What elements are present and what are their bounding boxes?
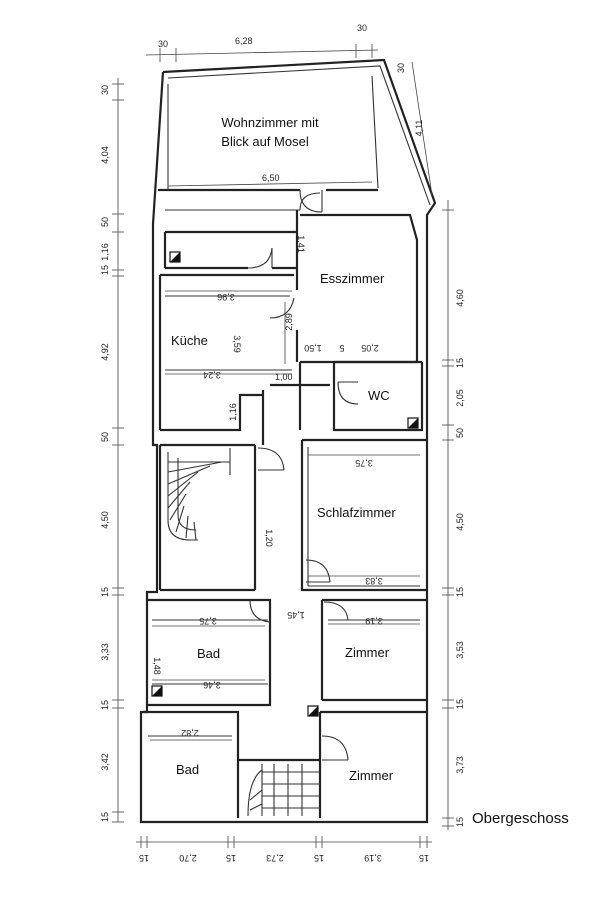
dimension-texts-top: 30 6,28 30 (158, 23, 367, 49)
room-labels: Wohnzimmer mit Blick auf Mosel Esszimmer… (171, 115, 396, 783)
dim-right-11: 15 (455, 817, 465, 827)
dim-right-6: 4,50 (455, 513, 465, 531)
dim-right-1: 4,11 (414, 120, 424, 137)
dim-bottom-6: 15 (419, 853, 429, 863)
dim-left-10: 15 (100, 700, 110, 710)
dim-bottom-1: 2,70 (179, 853, 197, 863)
dim-kueche-bottom: 3,24 (203, 370, 221, 380)
dim-top-2: 30 (357, 23, 367, 33)
dim-left-0: 30 (100, 85, 110, 95)
dim-ess-height: 2,89 (284, 313, 294, 331)
room-label-wohnzimmer-2: Blick auf Mosel (221, 134, 309, 149)
dim-right-5: 50 (455, 428, 465, 438)
dim-right-3: 15 (455, 358, 465, 368)
dim-left-6: 50 (100, 432, 110, 442)
doors (247, 189, 359, 761)
dim-right-8: 3,53 (455, 641, 465, 659)
room-label-wc: WC (368, 388, 390, 403)
dim-right-7: 15 (455, 587, 465, 597)
dim-kueche-small: 1,00 (275, 372, 293, 382)
dim-bottom-5: 3,19 (364, 853, 382, 863)
dimension-lines (112, 44, 454, 848)
dim-top-1: 6,28 (235, 36, 253, 46)
dim-schlaf-bottom: 3,83 (365, 576, 383, 586)
dim-top-0: 30 (158, 39, 168, 49)
dim-bottom-4: 15 (314, 853, 324, 863)
room-label-schlafzimmer: Schlafzimmer (317, 505, 396, 520)
room-label-bad-lower: Bad (176, 762, 199, 777)
dim-bad-bottom: 3,46 (203, 680, 221, 690)
dim-right-0: 30 (396, 63, 406, 73)
dim-schlaf-top: 3,75 (355, 458, 373, 468)
dim-left-11: 3,42 (100, 753, 110, 771)
dim-left-2: 50 (100, 217, 110, 227)
staircase-lower (247, 764, 320, 817)
dim-ess-b5: 5 (339, 343, 344, 353)
room-label-bad-upper: Bad (197, 646, 220, 661)
dim-bad-side: 1,48 (152, 657, 162, 675)
dim-left-1: 4,04 (100, 146, 110, 164)
dim-left-7: 4,50 (100, 511, 110, 529)
dim-corridor: 1,20 (264, 529, 274, 547)
room-label-kueche: Küche (171, 333, 208, 348)
dimension-texts-left: 30 4,04 50 1,16 15 4,92 50 4,50 15 3,33 … (100, 85, 110, 822)
dim-kueche-top: 3,96 (217, 292, 235, 302)
dim-right-10: 3,73 (455, 756, 465, 774)
dimension-texts-bottom: 15 2,70 15 2,73 15 3,19 15 (139, 853, 429, 863)
dim-kueche-notch: 1,16 (228, 403, 238, 421)
room-label-esszimmer: Esszimmer (320, 271, 385, 286)
dim-ess-b150: 1,50 (304, 343, 322, 353)
dimension-texts-inner: 6,50 3,96 3,59 3,24 1,00 1,16 2,89 1,41 … (152, 173, 383, 738)
dim-bottom-0: 15 (139, 853, 149, 863)
dim-bad-top: 3,75 (199, 616, 217, 626)
dim-kueche-height: 3,59 (232, 335, 242, 353)
dim-left-4: 15 (100, 265, 110, 275)
dim-left-5: 4,92 (100, 343, 110, 361)
dim-left-8: 15 (100, 587, 110, 597)
dim-flur: 1,45 (287, 610, 305, 620)
shaft-markers (151, 251, 419, 717)
staircase-upper (167, 452, 230, 541)
dim-bottom-2: 15 (226, 853, 236, 863)
dimension-texts-right: 30 4,11 4,60 15 2,05 50 4,50 15 3,53 15 … (396, 63, 465, 827)
dim-ess-small: 1,41 (296, 235, 306, 253)
dim-bad2-top: 2,82 (181, 728, 199, 738)
dim-left-12: 15 (100, 812, 110, 822)
dim-left-9: 3,33 (100, 643, 110, 661)
dim-right-2: 4,60 (455, 289, 465, 307)
dim-ess-bottom: 2,05 (361, 343, 379, 353)
room-label-wohnzimmer-1: Wohnzimmer mit (221, 115, 319, 130)
dim-zimmer-top: 3,19 (365, 616, 383, 626)
room-label-zimmer-upper: Zimmer (345, 645, 390, 660)
dim-wohn-width: 6,50 (262, 173, 280, 183)
dim-left-3: 1,16 (100, 243, 110, 261)
room-label-zimmer-lower: Zimmer (349, 768, 394, 783)
dim-bottom-3: 2,73 (266, 853, 284, 863)
dim-right-4: 2,05 (455, 389, 465, 407)
plan-caption: Obergeschoss (472, 810, 569, 827)
dim-right-9: 15 (455, 699, 465, 709)
interior-walls (143, 75, 426, 818)
